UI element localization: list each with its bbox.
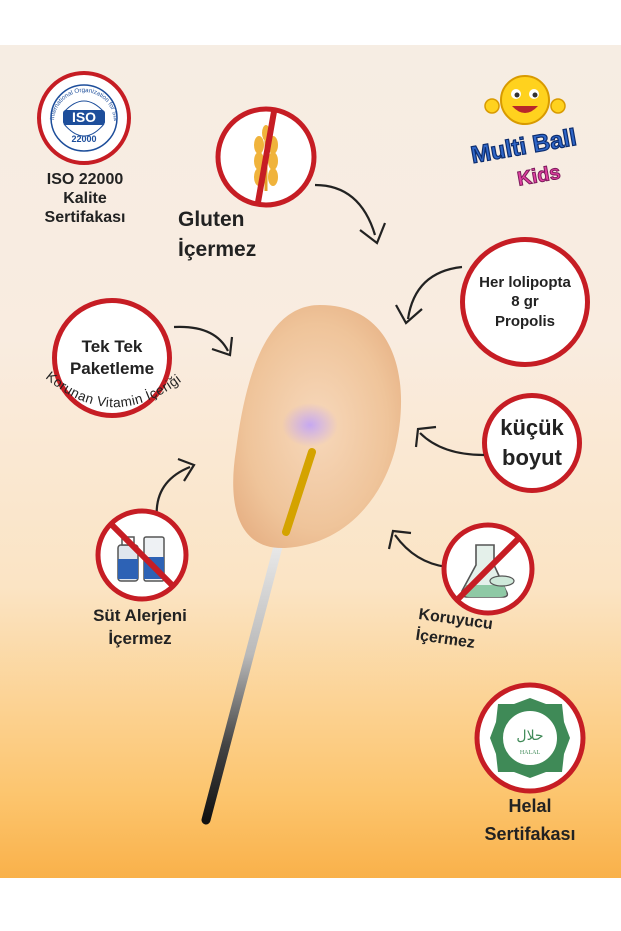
arrow-icon [390, 257, 470, 337]
halal-logo-arabic: حلال [516, 728, 543, 744]
vitamin-arc-text: Korunan Vitamin İçeriği [30, 330, 230, 440]
svg-text:Korunan Vitamin İçeriği: Korunan Vitamin İçeriği [43, 368, 184, 410]
arrow-icon [170, 323, 240, 368]
gluten-badge [214, 105, 318, 209]
propolis-line1: Her lolipopta [479, 273, 571, 291]
brand-line1: Multi Ball [469, 124, 579, 169]
arrow-icon [305, 175, 395, 255]
iso-caption-line1: ISO 22000 [46, 171, 124, 188]
kucuk-line2: boyut [502, 445, 562, 470]
gluten-caption: Gluten İçermez [178, 205, 293, 266]
sut-badge [94, 507, 190, 603]
tek-tek-badge: Tek Tek Paketleme [52, 298, 172, 418]
lollipop-image [190, 300, 420, 840]
smiley-icon [484, 75, 566, 125]
gluten-caption-line1: Gluten [178, 208, 245, 231]
brand-logo: Multi Ball Kids [440, 70, 610, 210]
propolis-badge: Her lolipopta 8 gr Propolis [460, 237, 590, 367]
vitamin-text: Korunan Vitamin İçeriği [43, 368, 183, 410]
arrow-icon [412, 415, 487, 460]
iso-logo-text: ISO [72, 109, 96, 125]
halal-logo-latin: HALAL [520, 750, 541, 756]
sut-caption-line2: İçermez [108, 628, 172, 648]
arrow-icon [385, 523, 450, 573]
helal-caption-line1: Helal [508, 796, 552, 816]
iso-number: 22000 [71, 134, 96, 144]
kucuk-line1: küçük [500, 415, 564, 441]
kucuk-boyut-badge: küçük boyut [482, 393, 582, 493]
iso-badge: International Organization for Standardi… [34, 65, 132, 166]
halal-logo-icon: حلال HALAL [490, 698, 570, 778]
brand-line2: Kids [516, 161, 563, 190]
koruyucu-badge [440, 521, 536, 617]
iso-caption: ISO 22000 Kalite Sertifakası [20, 171, 150, 228]
tek-tek-line1: Tek Tek [81, 336, 143, 356]
halal-badge: حلال HALAL [472, 680, 588, 796]
sut-caption-line1: Süt Alerjeni [93, 606, 187, 625]
helal-caption: Helal Sertifakası [450, 793, 610, 849]
propolis-line3: Propolis [494, 312, 555, 330]
iso-caption-line3: Sertifakası [44, 208, 126, 226]
iso-caption-line2: Kalite [63, 189, 107, 207]
helal-caption-line2: Sertifakası [484, 823, 576, 844]
product-infographic: International Organization for Standardi… [0, 45, 621, 878]
sut-caption: Süt Alerjeni İçermez [70, 605, 210, 651]
gluten-caption-line2: İçermez [178, 238, 257, 262]
tek-tek-line2: Paketleme [69, 359, 155, 378]
propolis-line2: 8 gr [511, 293, 539, 311]
